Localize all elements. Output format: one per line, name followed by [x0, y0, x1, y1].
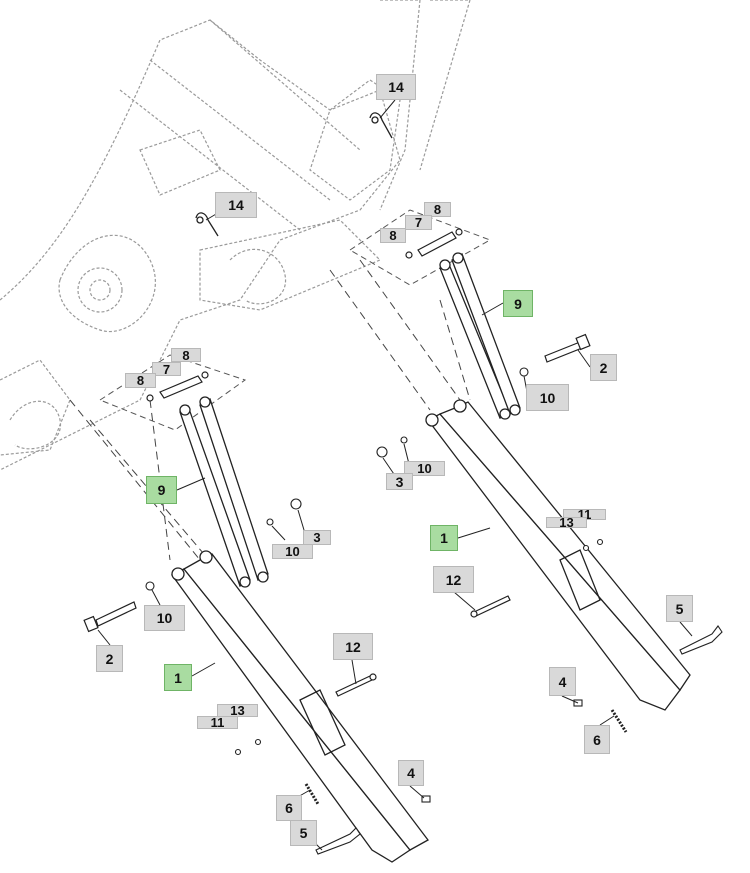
- callout-2-left[interactable]: 2: [96, 645, 123, 672]
- arm-1-right: [425, 399, 691, 711]
- pin-left: [146, 371, 209, 402]
- callout-10-left-a[interactable]: 10: [272, 544, 313, 559]
- pin-kit-box-left: [98, 354, 247, 431]
- bolt-2-left: [83, 601, 137, 633]
- arm-1-left: [171, 550, 429, 863]
- callout-12-right[interactable]: 12: [433, 566, 474, 593]
- pin-top: [405, 228, 463, 259]
- callout-1-left[interactable]: 1: [164, 664, 192, 691]
- callout-10-right-b[interactable]: 10: [404, 461, 445, 476]
- bolt-12-right: [470, 595, 511, 618]
- callout-10-right-a[interactable]: 10: [526, 384, 569, 411]
- callout-8-left-b[interactable]: 8: [125, 373, 156, 388]
- callout-8-top-b[interactable]: 8: [380, 228, 406, 243]
- callout-3-left[interactable]: 3: [303, 530, 331, 545]
- callout-9-left[interactable]: 9: [146, 476, 177, 504]
- link-9-right: [439, 252, 521, 420]
- callout-4-left[interactable]: 4: [398, 760, 424, 786]
- assembly-leader-lines: [69, 259, 471, 621]
- callout-8-left-a[interactable]: 8: [171, 348, 201, 363]
- callout-5-right[interactable]: 5: [666, 595, 693, 622]
- callout-2-right[interactable]: 2: [590, 354, 617, 381]
- callout-7-left[interactable]: 7: [152, 362, 181, 377]
- callout-14-upper[interactable]: 14: [376, 74, 416, 100]
- callout-12-left[interactable]: 12: [333, 633, 373, 660]
- callout-9-right[interactable]: 9: [503, 290, 533, 317]
- callout-6-left[interactable]: 6: [276, 795, 302, 821]
- clip-pin-14b: [195, 212, 219, 237]
- callout-7-top[interactable]: 7: [405, 215, 432, 230]
- bolt-12-left: [335, 673, 377, 697]
- callout-8-top-a[interactable]: 8: [424, 202, 451, 217]
- hardware-left: [145, 498, 431, 855]
- link-9-left: [179, 396, 269, 588]
- callout-10-left-b[interactable]: 10: [144, 605, 185, 631]
- callout-14-lower[interactable]: 14: [215, 192, 257, 218]
- callout-3-right[interactable]: 3: [386, 473, 413, 490]
- clip-pin-14a: [369, 112, 393, 139]
- callout-6-right[interactable]: 6: [584, 725, 610, 754]
- callout-11-left[interactable]: 11: [197, 715, 238, 730]
- pin-kit-box-top: [349, 209, 492, 286]
- callout-1-right[interactable]: 1: [430, 525, 458, 551]
- callout-5-left[interactable]: 5: [290, 820, 317, 846]
- hardware-right: [376, 367, 723, 733]
- callout-13-right[interactable]: 13: [546, 515, 587, 530]
- bolt-2-right: [544, 333, 591, 363]
- callout-4-right[interactable]: 4: [549, 667, 576, 696]
